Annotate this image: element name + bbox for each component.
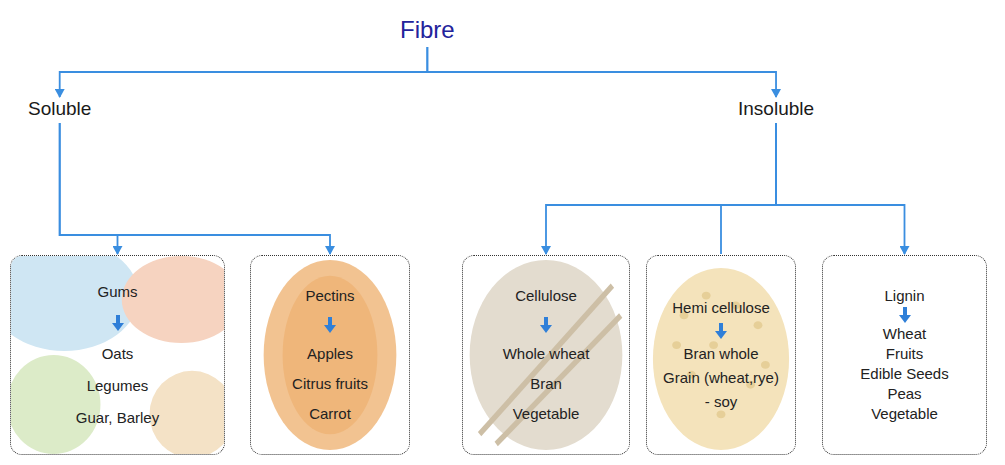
food-source-box: PectinsApplesCitrus fruitsCarrot bbox=[250, 255, 410, 455]
node-text: Fibre bbox=[400, 16, 455, 44]
food-item: Wheat bbox=[883, 325, 926, 343]
food-item: Fruits bbox=[886, 345, 924, 363]
branch-connector bbox=[721, 123, 776, 254]
fibre-type: Cellulose bbox=[515, 287, 577, 305]
fibre-type: Hemi cellulose bbox=[672, 299, 770, 317]
food-item: Apples bbox=[307, 345, 353, 363]
food-item: Grain (wheat,rye) bbox=[663, 369, 779, 387]
fibre-type: Gums bbox=[97, 283, 137, 301]
branch-connector bbox=[776, 123, 904, 254]
branch-connector bbox=[427, 47, 776, 97]
down-arrow bbox=[540, 317, 552, 333]
food-item: Oats bbox=[102, 345, 134, 363]
node-text: Insoluble bbox=[738, 98, 814, 120]
branch-connector bbox=[60, 123, 330, 254]
food-item: Vegetable bbox=[513, 405, 580, 423]
food-item: Bran bbox=[530, 375, 562, 393]
food-item: Legumes bbox=[87, 377, 149, 395]
fibre-type: Pectins bbox=[305, 287, 354, 305]
food-source-box: LigninWheatFruitsEdible SeedsPeasVegetab… bbox=[822, 255, 987, 455]
branch-connector bbox=[60, 47, 428, 97]
food-item: Whole wheat bbox=[503, 345, 590, 363]
category-label: Soluble bbox=[28, 98, 91, 120]
down-arrow bbox=[899, 307, 911, 323]
food-source-box: Hemi celluloseBran wholeGrain (wheat,rye… bbox=[646, 255, 796, 455]
branch-connector bbox=[546, 123, 776, 254]
food-item: Guar, Barley bbox=[76, 409, 159, 427]
food-item: Bran whole bbox=[683, 345, 758, 363]
node-text: Soluble bbox=[28, 98, 91, 120]
category-label: Insoluble bbox=[738, 98, 814, 120]
food-source-box: GumsOatsLegumesGuar, Barley bbox=[10, 255, 225, 455]
fibre-type: Lignin bbox=[884, 287, 924, 305]
food-item: Citrus fruits bbox=[292, 375, 368, 393]
down-arrow bbox=[324, 317, 336, 333]
food-item: Vegetable bbox=[871, 405, 938, 423]
food-item: - soy bbox=[705, 393, 738, 411]
food-source-box: CelluloseWhole wheatBranVegetable bbox=[462, 255, 630, 455]
down-arrow bbox=[112, 315, 124, 331]
root-label: Fibre bbox=[400, 16, 455, 44]
food-item: Carrot bbox=[309, 405, 351, 423]
food-item: Peas bbox=[887, 385, 921, 403]
down-arrow bbox=[715, 323, 727, 339]
food-item: Edible Seeds bbox=[860, 365, 948, 383]
